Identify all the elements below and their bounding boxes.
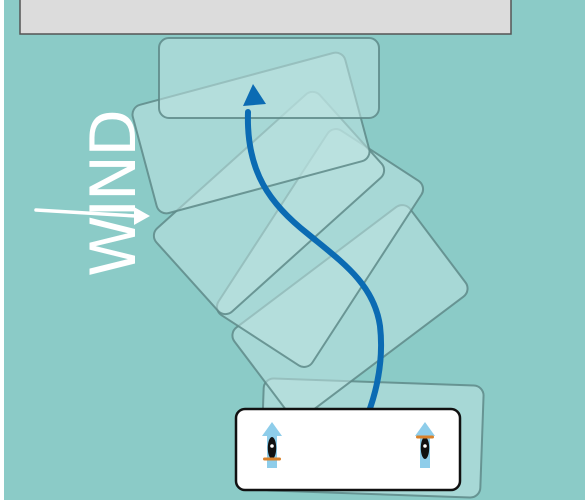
ghost-boat-6 (158, 37, 380, 119)
wind-arrow-icon (34, 207, 150, 225)
boat-current-position (234, 407, 462, 492)
dock (19, 0, 512, 35)
curved-path-arrow-icon (243, 84, 385, 455)
motor-thrust-up-icon (262, 422, 282, 468)
boat-hull (234, 407, 462, 492)
wind-label: WIND (77, 111, 150, 277)
wind-indicator: WIND (77, 111, 150, 277)
motor-thrust-up-icon (415, 422, 435, 468)
